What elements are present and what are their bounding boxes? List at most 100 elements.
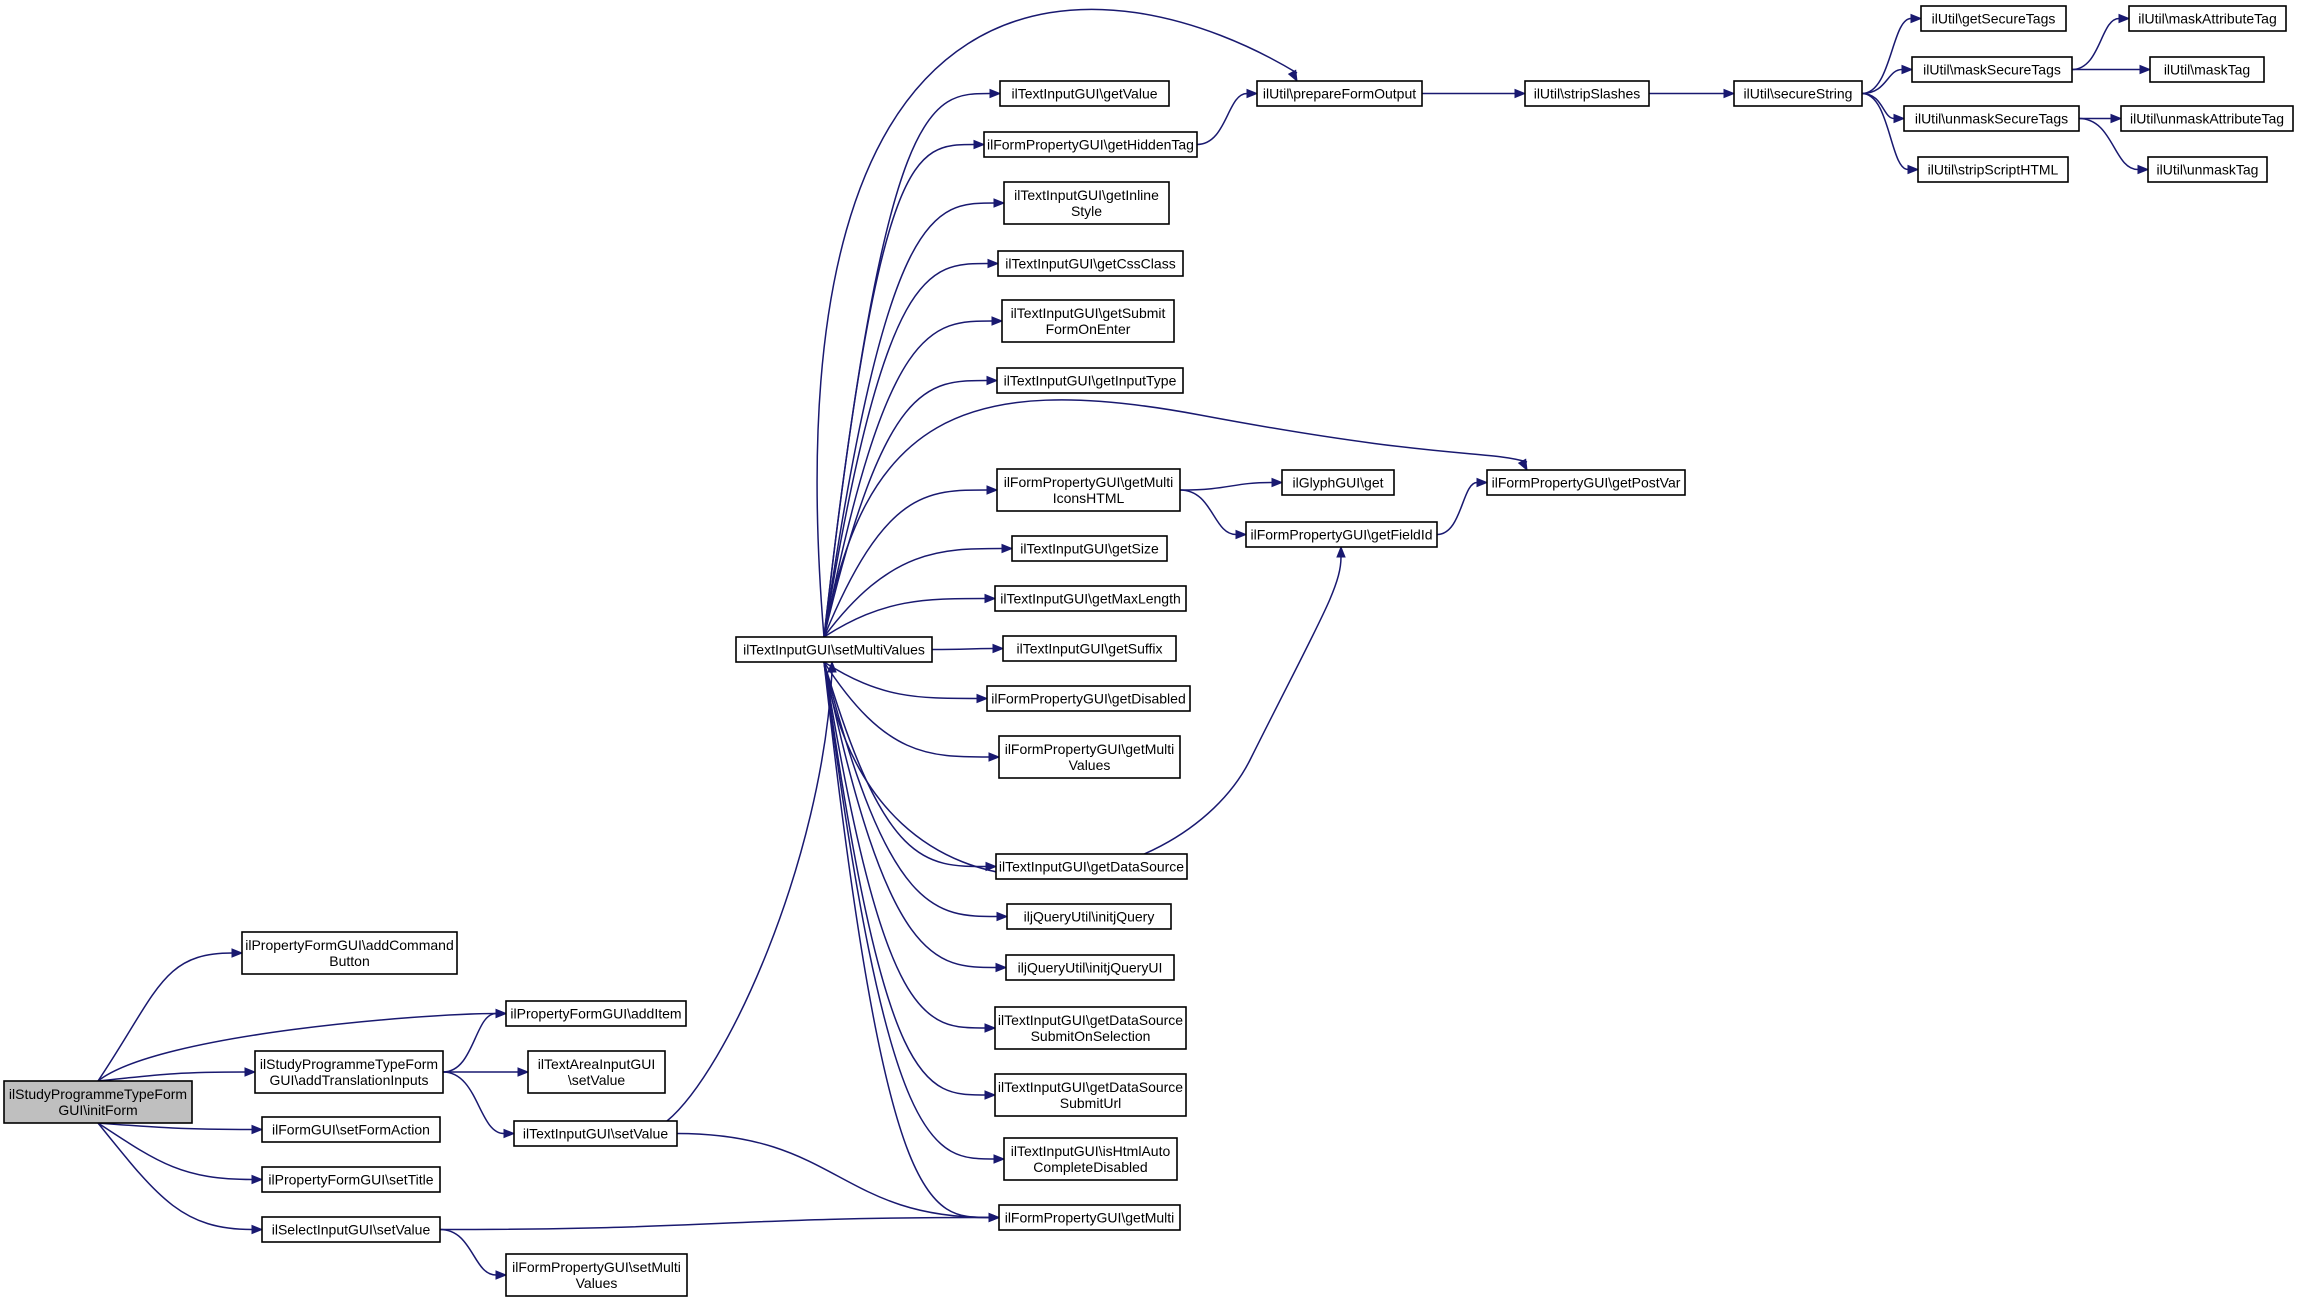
edge-getFieldId-to-getPostVar <box>1436 481 1478 536</box>
node-maskAttributeTag[interactable]: ilUtil\maskAttributeTag <box>2128 5 2287 32</box>
node-maskSecureTags[interactable]: ilUtil\maskSecureTags <box>1911 56 2073 83</box>
node-label: ilGlyphGUI\get <box>1292 475 1383 491</box>
node-maskTag[interactable]: ilUtil\maskTag <box>2149 56 2265 83</box>
node-box <box>1011 535 1168 562</box>
node-stripScriptHTML[interactable]: ilUtil\stripScriptHTML <box>1917 156 2069 183</box>
arrowhead-initForm-to-setTitle <box>251 1174 264 1185</box>
node-box <box>1245 521 1438 548</box>
node-unmaskSecureTags[interactable]: ilUtil\unmaskSecureTags <box>1903 105 2080 132</box>
node-getMulti[interactable]: ilFormPropertyGUI\getMulti <box>998 1204 1181 1231</box>
edge-setMultiValues-to-initjQuery <box>823 661 998 918</box>
arrowhead-addTranslationInputs-to-tiSetValue <box>503 1128 516 1139</box>
node-getHiddenTag[interactable]: ilFormPropertyGUI\getHiddenTag <box>983 131 1198 158</box>
node-box <box>999 80 1170 107</box>
node-setMultiValues[interactable]: ilTextInputGUI\setMultiValues <box>735 636 933 663</box>
arrowhead-initForm-to-selSetValue <box>251 1224 264 1235</box>
edge-addTranslationInputs-to-addItem <box>442 1012 497 1073</box>
node-label: ilFormPropertyGUI\getHiddenTag <box>987 137 1194 153</box>
edge-addTranslationInputs-to-tiSetValue <box>442 1071 505 1135</box>
edge-setMultiValues-to-getSize <box>823 547 1003 638</box>
node-box <box>2149 56 2265 83</box>
node-getCssClass[interactable]: ilTextInputGUI\getCssClass <box>997 250 1184 277</box>
node-addItem[interactable]: ilPropertyFormGUI\addItem <box>505 1000 687 1027</box>
edge-setMultiValues-to-getMulti <box>823 661 990 1219</box>
arrowhead-setMultiValues-to-getMultiValues <box>988 752 1001 762</box>
node-unmaskTag[interactable]: ilUtil\unmaskTag <box>2147 156 2268 183</box>
arrowhead-initForm-to-setFormAction <box>251 1124 264 1135</box>
node-box <box>1486 469 1686 496</box>
node-label: ilFormGUI\setFormAction <box>272 1122 430 1138</box>
node-isHtmlAutoCompleteDisabled[interactable]: ilTextInputGUI\isHtmlAutoCompleteDisable… <box>1003 1137 1178 1181</box>
node-box <box>1002 635 1177 662</box>
node-initjQueryUI[interactable]: iljQueryUtil\initjQueryUI <box>1005 954 1175 981</box>
edge-setMultiValues-to-getFieldId <box>823 556 1342 877</box>
node-label: Values <box>1069 757 1111 773</box>
node-unmaskAttributeTag[interactable]: ilUtil\unmaskAttributeTag <box>2120 105 2294 132</box>
node-initjQuery[interactable]: iljQueryUtil\initjQuery <box>1006 903 1172 930</box>
node-label: ilStudyProgrammeTypeForm <box>260 1056 438 1072</box>
node-label: ilUtil\stripSlashes <box>1534 86 1641 102</box>
node-label: GUI\addTranslationInputs <box>269 1072 428 1088</box>
node-getDataSource[interactable]: ilTextInputGUI\getDataSource <box>995 853 1188 880</box>
arrowhead-stripSlashes-to-secureString <box>1723 88 1736 99</box>
node-label: ilUtil\unmaskAttributeTag <box>2130 111 2284 127</box>
node-getPostVar[interactable]: ilFormPropertyGUI\getPostVar <box>1486 469 1686 496</box>
edges-layer <box>97 8 2152 1280</box>
node-tiSetValue[interactable]: ilTextInputGUI\setValue <box>513 1120 678 1147</box>
node-label: iljQueryUtil\initjQuery <box>1024 909 1155 925</box>
node-getDataSourceSubmitOnSelection[interactable]: ilTextInputGUI\getDataSourceSubmitOnSele… <box>994 1006 1187 1050</box>
node-label: ilUtil\stripScriptHTML <box>1928 162 2059 178</box>
node-label: ilTextInputGUI\getCssClass <box>1005 256 1175 272</box>
node-box <box>1256 80 1423 107</box>
node-getDisabled[interactable]: ilFormPropertyGUI\getDisabled <box>986 685 1191 712</box>
edge-initForm-to-selSetValue <box>97 1122 253 1231</box>
node-label: ilPropertyFormGUI\addItem <box>510 1006 681 1022</box>
node-box <box>241 931 458 975</box>
node-label: IconsHTML <box>1053 490 1125 506</box>
arrowhead-setMultiValues-to-getSubmitFormOnEnter <box>991 316 1004 326</box>
node-box <box>998 1204 1181 1231</box>
edge-setMultiValues-to-getDataSourceSubmitOnSelection <box>823 661 986 1029</box>
node-prepareFormOutput[interactable]: ilUtil\prepareFormOutput <box>1256 80 1423 107</box>
node-getValue[interactable]: ilTextInputGUI\getValue <box>999 80 1170 107</box>
node-getSuffix[interactable]: ilTextInputGUI\getSuffix <box>1002 635 1177 662</box>
edge-getMultiIconsHTML-to-getFieldId <box>1179 489 1237 536</box>
node-getFieldId[interactable]: ilFormPropertyGUI\getFieldId <box>1245 521 1438 548</box>
node-label: ilTextInputGUI\getValue <box>1011 86 1157 102</box>
node-getMaxLength[interactable]: ilTextInputGUI\getMaxLength <box>994 585 1187 612</box>
edge-tiSetValue-to-getMulti <box>676 1132 990 1219</box>
arrowhead-setMultiValues-to-initjQueryUI <box>995 962 1008 973</box>
edge-selSetValue-to-setMultiValuesFP <box>439 1228 497 1276</box>
node-box <box>513 1120 678 1147</box>
node-secureString[interactable]: ilUtil\secureString <box>1733 80 1863 107</box>
node-selSetValue[interactable]: ilSelectInputGUI\setValue <box>261 1216 441 1243</box>
arrowhead-prepareFormOutput-to-stripSlashes <box>1514 88 1527 99</box>
node-glyphGet[interactable]: ilGlyphGUI\get <box>1281 469 1395 496</box>
node-taSetValue[interactable]: ilTextAreaInputGUI\setValue <box>527 1050 666 1094</box>
node-setTitle[interactable]: ilPropertyFormGUI\setTitle <box>261 1166 441 1193</box>
node-label: ilTextInputGUI\getInline <box>1014 187 1159 203</box>
node-stripSlashes[interactable]: ilUtil\stripSlashes <box>1524 80 1650 107</box>
edge-selSetValue-to-getMulti <box>439 1216 990 1231</box>
edge-setMultiValues-to-getDataSource <box>823 661 987 868</box>
arrowhead-secureString-to-unmaskSecureTags <box>1893 113 1906 124</box>
edge-setMultiValues-to-initjQueryUI <box>823 661 997 969</box>
node-setFormAction[interactable]: ilFormGUI\setFormAction <box>261 1116 441 1143</box>
node-box <box>254 1050 444 1094</box>
node-label: ilTextInputGUI\getDataSource <box>999 859 1184 875</box>
node-getInputType[interactable]: ilTextInputGUI\getInputType <box>996 367 1184 394</box>
node-setMultiValuesFP[interactable]: ilFormPropertyGUI\setMultiValues <box>505 1253 688 1297</box>
node-getSecureTags[interactable]: ilUtil\getSecureTags <box>1920 5 2067 32</box>
node-addTranslationInputs[interactable]: ilStudyProgrammeTypeFormGUI\addTranslati… <box>254 1050 444 1094</box>
node-getSize[interactable]: ilTextInputGUI\getSize <box>1011 535 1168 562</box>
node-box <box>994 585 1187 612</box>
node-label: ilUtil\maskTag <box>2164 62 2250 78</box>
node-box <box>505 1253 688 1297</box>
